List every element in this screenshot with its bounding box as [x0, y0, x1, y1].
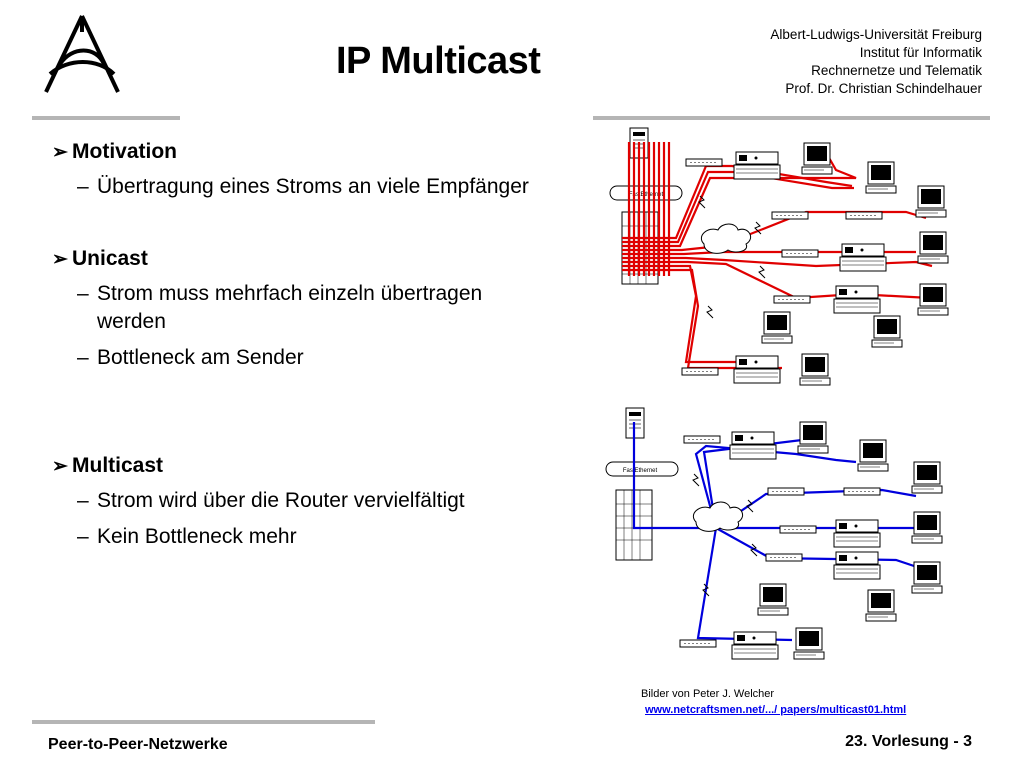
list-item: –Strom wird über die Router vervielfälti… [77, 489, 465, 512]
section-heading-multicast: ➢ Multicast [52, 454, 164, 477]
institution-line: Prof. Dr. Christian Schindelhauer [785, 81, 982, 96]
lecture-number: 23. Vorlesung - 3 [845, 733, 972, 750]
hub-icon [771, 211, 809, 220]
unicast-diagram: FastEthernet [609, 127, 949, 386]
receiver-pc-icon [911, 561, 943, 594]
server-icon [731, 631, 779, 660]
segment-label: FastEthernet [623, 468, 658, 474]
receiver-pc-icon [865, 161, 897, 194]
hub-icon [779, 525, 817, 534]
arrow-bullet-icon: ➢ [52, 455, 68, 477]
arrow-bullet-icon: ➢ [52, 248, 68, 270]
hub-icon [683, 435, 721, 444]
fastethernet-segment [605, 461, 679, 477]
server-icon [839, 243, 887, 272]
receiver-pc-icon [857, 439, 889, 472]
hub-icon [845, 211, 883, 220]
receiver-pc-icon [797, 421, 829, 454]
server-icon [833, 285, 881, 314]
footer-rule [32, 720, 375, 724]
network-diagrams: FastEthernet [605, 127, 949, 660]
image-credit: Bilder von Peter J. Welcher www.netcraft… [641, 686, 906, 718]
list-item: –Strom muss mehrfach einzeln übertragen … [77, 282, 483, 333]
hub-icon [781, 249, 819, 258]
institution-line: Institut für Informatik [859, 45, 982, 60]
hub-icon [679, 639, 717, 648]
server-icon [733, 355, 781, 384]
receiver-pc-icon [917, 231, 949, 264]
institution-block: Albert-Ludwigs-Universität Freiburg Inst… [770, 26, 982, 98]
segment-label: FastEthernet [629, 192, 664, 198]
receiver-pc-icon [871, 315, 903, 348]
section-heading-motivation: ➢ Motivation [52, 140, 177, 163]
hub-icon [681, 367, 719, 376]
hub-icon [765, 553, 803, 562]
wan-link-icon [706, 305, 714, 319]
receiver-pc-icon [911, 461, 943, 494]
header-rule-right [593, 116, 990, 120]
list-item: –Bottleneck am Sender [77, 346, 304, 369]
section-heading-unicast: ➢ Unicast [52, 247, 148, 270]
university-logo [44, 15, 120, 93]
hub-icon [843, 487, 881, 496]
hub-icon [773, 295, 811, 304]
credit-text: Bilder von Peter J. Welcher [641, 688, 775, 700]
receiver-pc-icon [761, 311, 793, 344]
multicast-diagram: FastEthernet [605, 407, 943, 660]
hub-icon [767, 487, 805, 496]
receiver-pc-icon [799, 353, 831, 386]
wan-link-icon [692, 473, 700, 487]
wan-link-icon [758, 265, 766, 279]
receiver-pc-icon [915, 185, 947, 218]
list-item: –Übertragung eines Stroms an viele Empfä… [77, 175, 529, 198]
slide-content: ➢ Motivation –Übertragung eines Stroms a… [52, 138, 592, 551]
receiver-pc-icon [801, 142, 833, 175]
network-cloud-icon [700, 223, 752, 254]
receiver-pc-icon [793, 627, 825, 660]
wan-link-icon [698, 195, 706, 209]
credit-link[interactable]: www.netcraftsmen.net/.../ papers/multica… [645, 704, 907, 716]
list-item: –Kein Bottleneck mehr [77, 525, 297, 548]
server-icon [729, 431, 777, 460]
receiver-pc-icon [757, 583, 789, 616]
server-icon [733, 151, 781, 180]
network-cloud-icon [692, 501, 744, 532]
header-rule-left [32, 116, 180, 120]
institution-line: Rechnernetze und Telematik [811, 63, 982, 78]
slide-title: IP Multicast [336, 40, 541, 82]
server-icon [833, 519, 881, 548]
arrow-bullet-icon: ➢ [52, 141, 68, 163]
institution-line: Albert-Ludwigs-Universität Freiburg [770, 27, 982, 42]
server-icon [833, 551, 881, 580]
receiver-pc-icon [865, 589, 897, 622]
receiver-pc-icon [917, 283, 949, 316]
receiver-pc-icon [911, 511, 943, 544]
hub-icon [685, 158, 723, 167]
course-name: Peer-to-Peer-Netzwerke [48, 736, 228, 753]
